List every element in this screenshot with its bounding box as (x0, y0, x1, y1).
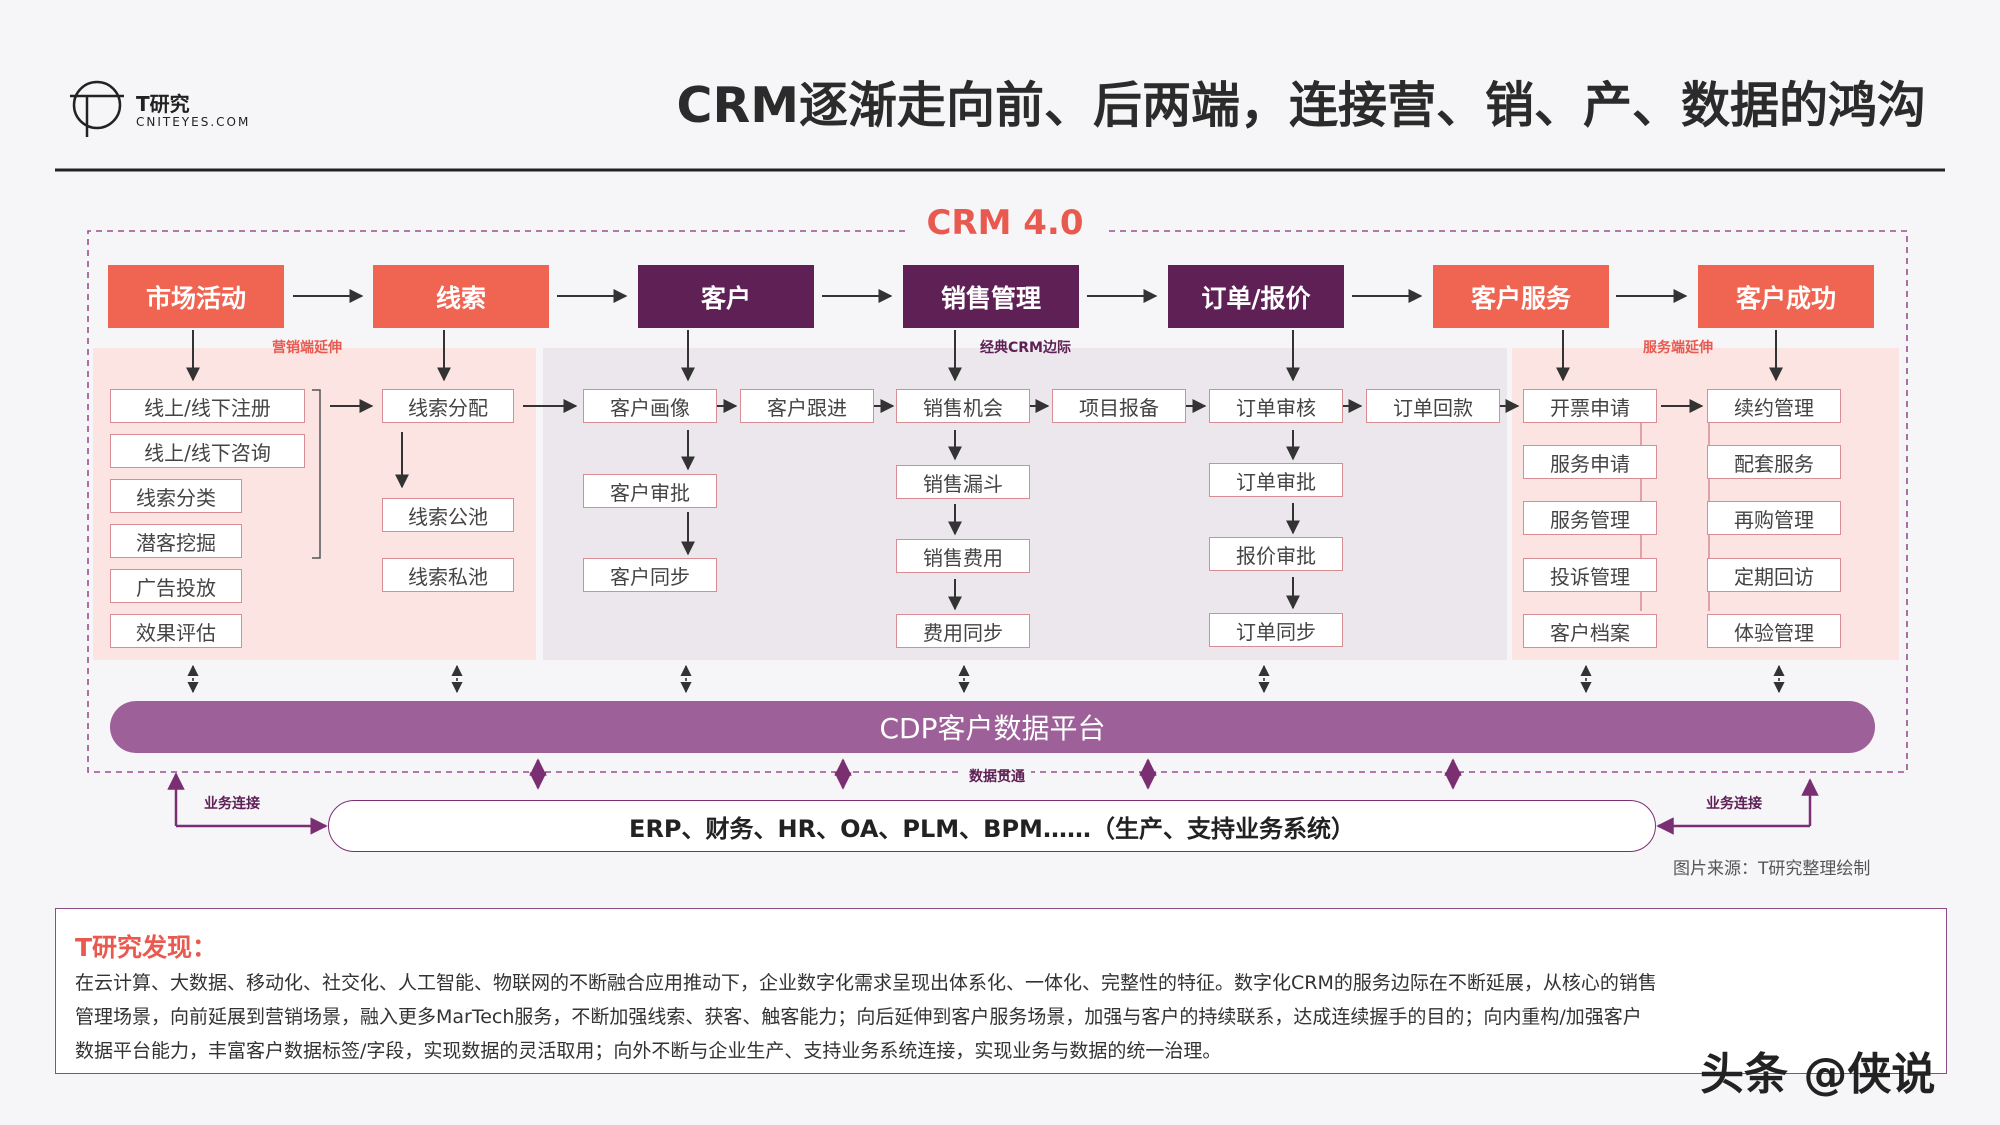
customer-follow-up: 客户跟进 (740, 389, 874, 423)
logo-name: T研究 (136, 92, 190, 116)
cdp-platform-bar: CDP客户数据平台 (110, 701, 1875, 753)
customer-item: 客户画像 (583, 389, 717, 423)
customer-item: 客户同步 (583, 558, 717, 592)
business-link-left-label: 业务连接 (204, 796, 260, 812)
watermark: 头条 @侠说 (1700, 1049, 1936, 1100)
order-item: 订单审批 (1209, 463, 1343, 497)
sales-item: 费用同步 (896, 614, 1030, 648)
stage-customer-service: 客户服务 (1433, 265, 1609, 328)
success-item: 配套服务 (1707, 445, 1841, 479)
order-item: 订单审核 (1209, 389, 1343, 423)
stage-customer-success: 客户成功 (1698, 265, 1874, 328)
sales-item: 销售费用 (896, 539, 1030, 573)
order-item: 报价审批 (1209, 537, 1343, 571)
customer-item: 客户审批 (583, 474, 717, 508)
sales-item: 销售漏斗 (896, 465, 1030, 499)
service-item: 投诉管理 (1523, 558, 1657, 592)
order-item: 订单同步 (1209, 613, 1343, 647)
classic-crm-boundary-label: 经典CRM边际 (980, 340, 1071, 356)
success-item: 续约管理 (1707, 389, 1841, 423)
market-item: 线索分类 (110, 479, 242, 513)
logo-circle (72, 80, 122, 130)
marketing-extension-label: 营销端延伸 (272, 340, 342, 356)
project-report: 项目报备 (1052, 389, 1186, 423)
market-item: 广告投放 (110, 569, 242, 603)
lead-item: 线索分配 (382, 389, 514, 423)
service-item: 服务管理 (1523, 501, 1657, 535)
market-item: 线上/线下咨询 (110, 434, 305, 468)
success-item: 体验管理 (1707, 614, 1841, 648)
findings-title: T研究发现： (75, 933, 218, 962)
image-source: 图片来源：T研究整理绘制 (1673, 859, 1871, 879)
service-extension-label: 服务端延伸 (1643, 340, 1713, 356)
stage-sales-management: 销售管理 (903, 265, 1079, 328)
logo-domain: CNITEYES.COM (136, 115, 251, 129)
page-title: CRM逐渐走向前、后两端，连接营、销、产、数据的鸿沟 (676, 77, 1926, 134)
order-payment: 订单回款 (1366, 389, 1500, 423)
market-item: 线上/线下注册 (110, 389, 305, 423)
stage-order-quote: 订单/报价 (1168, 265, 1344, 328)
findings-line: 数据平台能力，丰富客户数据标签/字段，实现数据的灵活取用；向外不断与企业生产、支… (75, 1040, 1222, 1062)
service-item: 开票申请 (1523, 389, 1657, 423)
data-link-label: 数据贯通 (963, 766, 1031, 786)
stage-leads: 线索 (373, 265, 549, 328)
findings-line: 管理场景，向前延展到营销场景，融入更多MarTech服务，不断加强线索、获客、触… (75, 1006, 1642, 1028)
lead-item: 线索公池 (382, 498, 514, 532)
business-link-right-label: 业务连接 (1706, 796, 1762, 812)
sales-item: 销售机会 (896, 389, 1030, 423)
market-item: 潜客挖掘 (110, 524, 242, 558)
success-item: 定期回访 (1707, 558, 1841, 592)
findings-line: 在云计算、大数据、移动化、社交化、人工智能、物联网的不断融合应用推动下，企业数字… (75, 972, 1657, 994)
stage-customer: 客户 (638, 265, 814, 328)
success-item: 再购管理 (1707, 501, 1841, 535)
findings-box (55, 908, 1947, 1074)
lead-item: 线索私池 (382, 558, 514, 592)
erp-systems-bar: ERP、财务、HR、OA、PLM、BPM……（生产、支持业务系统） (328, 800, 1656, 852)
service-item: 客户档案 (1523, 614, 1657, 648)
market-item: 效果评估 (110, 614, 242, 648)
service-item: 服务申请 (1523, 445, 1657, 479)
stage-market-activity: 市场活动 (108, 265, 284, 328)
crm-version-label: CRM 4.0 (905, 203, 1105, 253)
